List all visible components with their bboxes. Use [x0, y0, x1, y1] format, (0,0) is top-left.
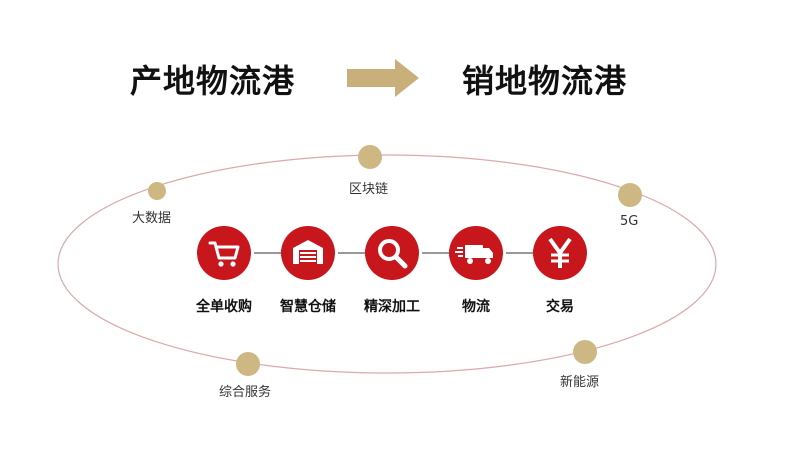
magnifier-icon [378, 239, 408, 269]
process-step-smart-warehousing [281, 226, 335, 280]
warehouse-icon [293, 240, 323, 264]
process-step-label-deep-processing: 精深加工 [364, 299, 420, 315]
ring-node-dot-integrated-services [236, 352, 260, 376]
process-step-label-logistics: 物流 [462, 299, 490, 315]
process-step-label-purchase: 全单收购 [196, 299, 252, 315]
process-step-label-smart-warehousing: 智慧仓储 [280, 299, 336, 315]
shopping-cart-icon [208, 241, 240, 267]
ring-node-dot-5g [618, 183, 642, 207]
ring-node-label-blockchain: 区块链 [349, 182, 389, 197]
process-step-purchase [197, 226, 251, 280]
ring-node-dot-new-energy [573, 340, 597, 364]
process-step-trading [533, 226, 587, 280]
process-step-logistics [449, 226, 503, 280]
ring-node-label-big-data: 大数据 [132, 211, 172, 226]
right-arrow-icon [347, 59, 419, 97]
ring-node-dot-blockchain [358, 145, 382, 169]
destination-logistics-hub-title: 销地物流港 [462, 62, 628, 100]
ring-node-label-new-energy: 新能源 [560, 375, 600, 390]
process-step-deep-processing [365, 226, 419, 280]
ring-node-label-5g: 5G [620, 214, 639, 229]
process-step-label-trading: 交易 [546, 299, 574, 315]
truck-icon [455, 245, 493, 264]
origin-logistics-hub-title: 产地物流港 [130, 62, 296, 100]
ring-node-dot-big-data [148, 182, 166, 200]
yen-icon [548, 237, 572, 268]
ring-node-label-integrated-services: 综合服务 [219, 385, 272, 400]
